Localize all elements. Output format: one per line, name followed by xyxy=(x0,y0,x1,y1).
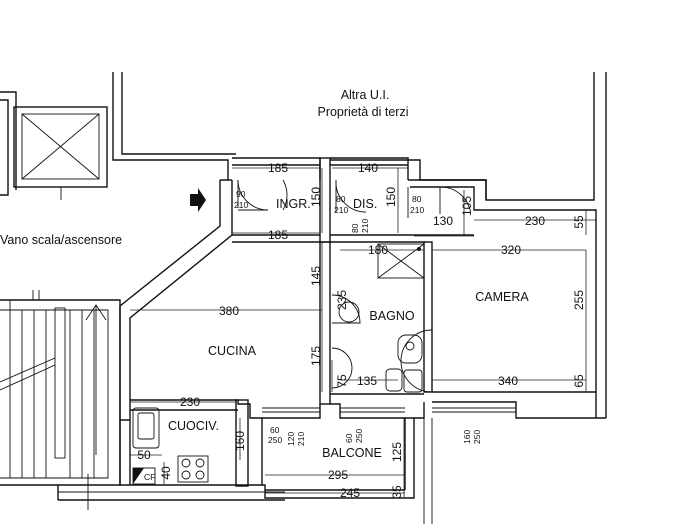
dim-balcone-h: 125 xyxy=(390,442,404,462)
window-3-w: 160 xyxy=(462,430,472,444)
dim-balcone-w2: 245 xyxy=(340,486,360,500)
bathroom-label: BAGNO xyxy=(369,309,414,323)
dimension-labels: 185 140 185 150 150 105 130 230 55 320 2… xyxy=(137,161,586,500)
door-entry-h: 210 xyxy=(234,200,248,210)
kitchen-label: CUCINA xyxy=(208,344,257,358)
dim-cam-top: 230 xyxy=(525,214,545,228)
door-2-w: 80 xyxy=(412,194,422,204)
window-1-h2: 120 xyxy=(286,432,296,446)
dim-bagno-w: 180 xyxy=(368,243,388,257)
door-entry-w: 90 xyxy=(236,189,246,199)
stair-lift-label: Vano scala/ascensore xyxy=(0,233,122,247)
dim-cuociv-h: 160 xyxy=(233,431,247,451)
balcony-label: BALCONE xyxy=(322,446,382,460)
dim-cam-h: 255 xyxy=(572,290,586,310)
dim-dis-top: 140 xyxy=(358,161,378,175)
dim-cucina-h2: 175 xyxy=(309,346,323,366)
window-3-h: 250 xyxy=(472,430,482,444)
door-1-h: 210 xyxy=(334,205,348,215)
window-1-w: 60 xyxy=(270,425,280,435)
dim-cuociv-w2: 50 xyxy=(137,448,151,462)
entrance-label: INGR. xyxy=(276,197,311,211)
door-2-h: 210 xyxy=(410,205,424,215)
other-unit-label: Altra U.I. xyxy=(341,88,390,102)
dim-bagno-diag: 235 xyxy=(335,290,349,310)
dim-dis-right: 105 xyxy=(460,196,474,216)
window-2-w: 60 xyxy=(344,433,354,443)
dim-ingr-h: 150 xyxy=(309,187,323,207)
dim-cam-bottom: 340 xyxy=(498,374,518,388)
elevator-shaft xyxy=(13,106,108,200)
door-3-w: 80 xyxy=(350,223,360,233)
dim-ingr-bottom: 185 xyxy=(268,228,288,242)
boiler-label: CF xyxy=(144,472,155,482)
window-2-h: 250 xyxy=(354,429,364,443)
dim-cucina-h1: 145 xyxy=(309,266,323,286)
dimension-lines xyxy=(130,167,596,498)
door-3-h: 210 xyxy=(360,219,370,233)
third-party-label: Proprietà di terzi xyxy=(317,105,408,119)
dim-cuociv-h2: 40 xyxy=(159,466,173,480)
kitchen-fixtures: CF xyxy=(132,407,209,485)
dim-dis-h: 150 xyxy=(384,187,398,207)
hall-label: DIS. xyxy=(353,197,377,211)
dim-cam-w: 320 xyxy=(501,243,521,257)
stairs xyxy=(0,290,121,486)
dim-ingr-top: 185 xyxy=(268,161,288,175)
dim-balcone-w: 295 xyxy=(328,468,348,482)
room-labels: Altra U.I. Proprietà di terzi Vano scala… xyxy=(0,88,529,460)
door-window-labels: 90 210 80 210 80 210 80 210 60 250 120 2… xyxy=(234,189,482,446)
bedroom-label: CAMERA xyxy=(475,290,529,304)
dim-bagno-h-low: 75 xyxy=(335,374,349,388)
window-1-h1: 250 xyxy=(268,435,282,445)
apartment-walls xyxy=(57,157,606,524)
window-1-h3: 210 xyxy=(296,432,306,446)
entry-arrow-icon xyxy=(190,188,206,212)
dim-balcone-h2: 35 xyxy=(390,485,404,499)
dim-bagno-bottom: 135 xyxy=(357,374,377,388)
kitchenette-label: CUOCIV. xyxy=(168,419,219,433)
dim-cam-bottom-h: 65 xyxy=(572,374,586,388)
dim-dis-right-w: 130 xyxy=(433,214,453,228)
dim-cuociv-w: 230 xyxy=(180,395,200,409)
door-swings xyxy=(237,179,471,393)
dim-cam-top-h: 55 xyxy=(572,215,586,229)
dim-cucina-w: 380 xyxy=(219,304,239,318)
door-1-w: 80 xyxy=(336,194,346,204)
